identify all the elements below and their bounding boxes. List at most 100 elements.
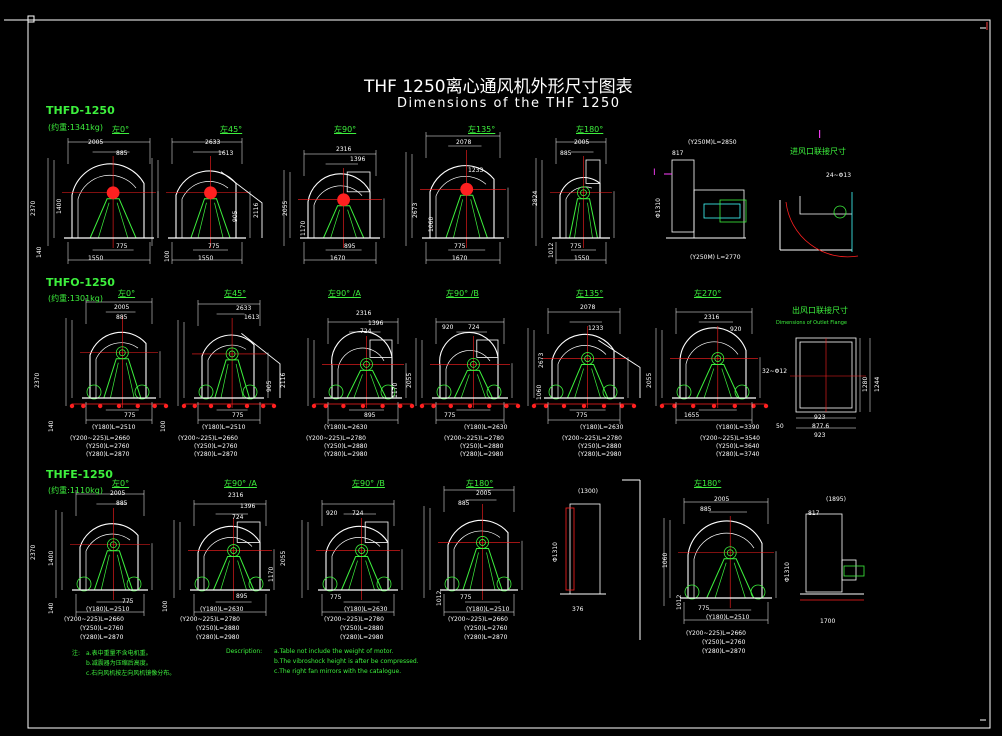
dim-text: 100 [160, 420, 167, 432]
dim-text: 1396 [240, 503, 256, 510]
motor [248, 576, 264, 592]
fan-hub [106, 186, 120, 200]
dim-text: (1895) [826, 496, 846, 503]
dim-text: 775 [444, 412, 456, 419]
fan-hub [726, 549, 734, 557]
motor [734, 384, 750, 400]
dim-text: (Y180)L=2510 [466, 606, 510, 613]
inlet-flange-note: 24~Φ13 [826, 172, 852, 179]
fan-hub [227, 544, 241, 557]
outlet-flange-note: 32~Φ12 [762, 368, 788, 375]
dim-text: 895 [344, 243, 356, 250]
motor [444, 576, 460, 592]
motor [198, 384, 214, 400]
fan-outlet [364, 521, 389, 543]
dim-text: (Y250)L=2880 [196, 625, 240, 632]
dim-text: 920 [442, 324, 454, 331]
view-label: 左90° /A [224, 479, 257, 488]
dim-text: 1396 [350, 156, 366, 163]
vibration-mount [380, 403, 385, 409]
fan-hub [228, 350, 236, 358]
vibration-mount [515, 403, 521, 409]
dim-text: 775 [330, 594, 342, 601]
dim-text: 2370 [30, 200, 37, 216]
motor [242, 384, 258, 400]
fan-hub [115, 346, 129, 360]
dim-text: 1170 [392, 382, 399, 398]
dim-text: (Y180)L=2630 [464, 424, 508, 431]
motor [676, 384, 692, 400]
dim-text: 775 [124, 412, 136, 419]
fan-hub [460, 182, 474, 196]
dim-text: 1396 [368, 320, 384, 327]
vibration-mount [192, 403, 197, 409]
vibration-mount [81, 403, 86, 409]
inlet-mark: I [818, 128, 822, 141]
support-frame [453, 199, 464, 239]
dim-text: (Y180)L=2630 [200, 606, 244, 613]
support-frame [477, 374, 486, 399]
fan-housing-inner [565, 186, 593, 238]
motor [436, 384, 452, 400]
support-frame [574, 368, 584, 399]
dim-text: 2673 [538, 352, 545, 368]
motor [750, 584, 766, 600]
vibration-mount [751, 403, 756, 409]
vibration-mount [181, 403, 187, 409]
dim-text: (Y280)L=2870 [80, 634, 124, 641]
fan-housing [447, 519, 509, 590]
dim-text: (Y250)L=2760 [86, 443, 130, 450]
motor [703, 203, 741, 219]
dim-text: 2824 [532, 190, 539, 206]
fan-outlet [241, 333, 281, 398]
dim-text: (Y250)L=2760 [702, 639, 746, 646]
support-frame [370, 374, 380, 399]
dim-text: 905 [232, 210, 239, 222]
dim-text: 2005 [574, 139, 590, 146]
dim-text: (Y250)L=2760 [464, 625, 508, 632]
dim-text: 1550 [88, 255, 104, 262]
fan-hub [337, 193, 351, 207]
dim-text: (Y200~225)L=2780 [306, 435, 366, 442]
fan-hub [355, 544, 369, 557]
dim-text: 2005 [88, 139, 104, 146]
support-frame [469, 552, 479, 591]
dim-text: (Y200~225)L=2780 [324, 616, 384, 623]
support-frame [470, 199, 481, 239]
dim-text: (Y250)L=2880 [324, 443, 368, 450]
fan-housing-inner [337, 347, 385, 398]
dim-text: 1655 [684, 412, 700, 419]
dim-text: (1300) [578, 488, 598, 495]
dim-text: 724 [352, 510, 364, 517]
support-frame [365, 560, 375, 591]
dim-text: 1060 [662, 552, 669, 568]
support-frame [460, 374, 470, 399]
dim-text: 2116 [253, 202, 260, 218]
fan-hub [204, 186, 217, 200]
vibration-mount [631, 403, 637, 409]
support-frame [235, 363, 244, 399]
dim-text: 1613 [218, 150, 234, 157]
motor [86, 384, 102, 400]
notes-en-b: b.The vibroshock height is after be comp… [274, 658, 419, 665]
fan-housing-inner [313, 185, 363, 238]
dim-text: 817 [672, 150, 684, 157]
dim-text: (Y250M)L=2850 [688, 139, 737, 146]
fan-outlet [598, 339, 641, 398]
side-view [693, 189, 745, 239]
dim-text: (Y280)L=2870 [702, 648, 746, 655]
fan-hub [714, 355, 722, 362]
notes-en-c: c.The right fan mirrors with the catalog… [274, 668, 402, 675]
dim-text: 2673 [412, 202, 419, 218]
dim-text: 1613 [244, 314, 260, 321]
vibration-mount [261, 403, 266, 409]
vibration-mount [419, 403, 425, 409]
dim-text: 775 [122, 598, 134, 605]
dim-text: (Y180)L=3390 [716, 424, 760, 431]
vibration-mount [543, 403, 549, 409]
dim-text: 2078 [456, 139, 472, 146]
dim-text: Φ1310 [655, 198, 662, 218]
fan-housing [71, 163, 145, 238]
fan-housing-inner [331, 537, 381, 590]
